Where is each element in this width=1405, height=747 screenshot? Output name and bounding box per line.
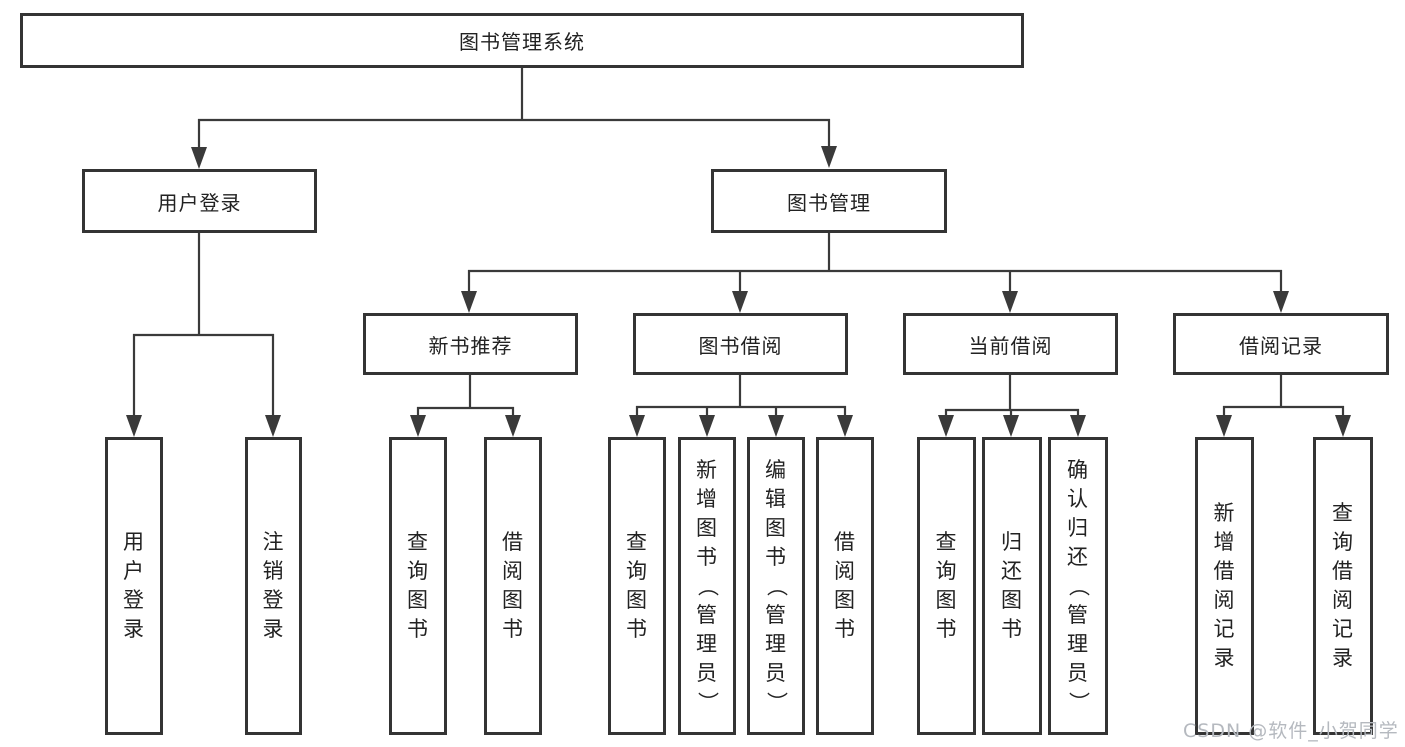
node-current-borrow: 当前借阅 [903,313,1118,375]
leaf-borrow-books-recommend: 借阅图书 [484,437,542,735]
leaf-confirm-return-admin: 确认归还（管理员） [1048,437,1108,735]
node-user-login: 用户登录 [82,169,317,233]
leaf-user-login: 用户登录 [105,437,163,735]
leaf-query-books-recommend: 查询图书 [389,437,447,735]
leaf-borrow-books: 借阅图书 [816,437,874,735]
node-book-management: 图书管理 [711,169,947,233]
leaf-return-book: 归还图书 [982,437,1042,735]
node-book-borrow: 图书借阅 [633,313,848,375]
leaf-add-book-admin: 新增图书（管理员） [678,437,736,735]
leaf-add-borrow-record: 新增借阅记录 [1195,437,1254,735]
watermark: CSDN @软件_小贺同学 [1183,720,1399,742]
node-borrow-records: 借阅记录 [1173,313,1389,375]
leaf-query-borrow-record: 查询借阅记录 [1313,437,1373,735]
leaf-edit-book-admin: 编辑图书（管理员） [747,437,805,735]
leaf-logout: 注销登录 [245,437,302,735]
node-library-management-system: 图书管理系统 [20,13,1024,68]
node-new-book-recommend: 新书推荐 [363,313,578,375]
leaf-query-books-borrow: 查询图书 [608,437,666,735]
leaf-query-books-current: 查询图书 [917,437,976,735]
